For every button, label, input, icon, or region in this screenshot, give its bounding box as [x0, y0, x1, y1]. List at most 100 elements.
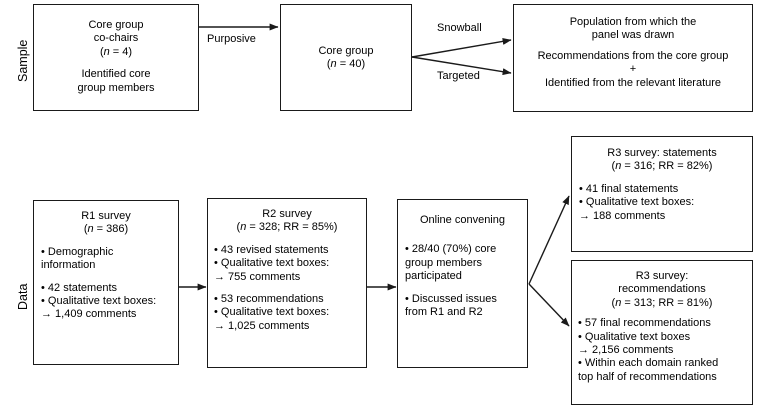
cochairs-title-line2: co-chairs	[93, 32, 139, 45]
population-plus: +	[629, 63, 637, 76]
r2-sample-size: (n = 328; RR = 85%)	[214, 221, 360, 234]
list-item: • Discussed issues	[405, 292, 497, 305]
core-group-title: Core group	[318, 45, 374, 57]
spacer	[405, 284, 520, 293]
list-item-cont: → 188 comments	[579, 209, 666, 222]
paren-open: (	[326, 58, 331, 71]
edge-label-snowball: Snowball	[437, 22, 482, 34]
r1-bullets-group2: • 42 statements • Qualitative text boxes…	[41, 282, 171, 322]
list-item-cont: group members	[405, 256, 483, 269]
n-value: = 40)	[336, 58, 366, 71]
list-item-cont: → 2,156 comments	[578, 344, 674, 357]
population-line2: panel was drawn	[591, 29, 675, 42]
convening-bullets-group1: • 28/40 (70%) core group members partici…	[405, 243, 520, 283]
population-line3: Recommendations from the core group	[537, 49, 729, 62]
edge-label-targeted: Targeted	[437, 70, 480, 82]
r3-recommendations-title-line2: recommendations	[618, 283, 706, 296]
r3-recommendations-title-line1: R3 survey:	[635, 270, 689, 282]
list-item: • 41 final statements	[579, 182, 679, 195]
spacer	[578, 310, 746, 317]
spacer	[41, 273, 171, 282]
list-item: • Demographic	[41, 245, 114, 258]
n-symbol: n	[103, 45, 110, 58]
box-population: Population from which the panel was draw…	[513, 4, 753, 112]
list-item: • 28/40 (70%) core	[405, 243, 497, 256]
list-item-cont: from R1 and R2	[405, 306, 483, 319]
spacer	[405, 227, 520, 236]
spacer	[214, 235, 360, 244]
n-symbol: n	[615, 160, 622, 173]
r3-statements-sample-size: (n = 316; RR = 82%)	[579, 160, 745, 173]
r1-sample-size: (n = 386)	[41, 223, 171, 236]
list-item: • Qualitative text boxes:	[214, 306, 330, 319]
list-item: • 43 revised statements	[214, 243, 329, 256]
box-core-group-cochairs: Core group co-chairs (n = 4) Identified …	[33, 4, 199, 111]
r1-header: R1 survey (n = 386)	[41, 210, 171, 237]
list-item: • 53 recommendations	[214, 293, 324, 306]
list-item-cont: → 1,025 comments	[214, 319, 310, 332]
paren-open: (	[236, 221, 241, 234]
r2-title: R2 survey	[262, 208, 312, 220]
list-item-cont: information	[41, 259, 96, 272]
r2-bullets-group1: • 43 revised statements • Qualitative te…	[214, 244, 360, 284]
convening-bullets-group2: • Discussed issues from R1 and R2	[405, 293, 520, 320]
box-core-group: Core group (n = 40)	[280, 4, 412, 111]
list-item-cont: → 1,409 comments	[41, 308, 137, 321]
list-item-cont: top half of recommendations	[578, 370, 717, 383]
n-value: = 313; RR = 81%)	[621, 296, 713, 309]
n-symbol: n	[87, 223, 94, 236]
list-item: • 42 statements	[41, 281, 118, 294]
list-item: • 57 final recommendations	[578, 317, 711, 330]
r1-bullets-group1: • Demographic information	[41, 246, 171, 273]
cochairs-body-line2: group members	[77, 81, 155, 94]
spacer	[41, 237, 171, 246]
cochairs-sample-size: (n = 4)	[34, 46, 198, 59]
convening-title: Online convening	[419, 214, 505, 226]
core-group-sample-size: (n = 40)	[281, 58, 411, 71]
box-r3-statements: R3 survey: statements (n = 316; RR = 82%…	[571, 136, 753, 252]
box-r1-survey: R1 survey (n = 386) • Demographic inform…	[33, 200, 179, 365]
spacer	[514, 43, 752, 50]
spacer	[34, 59, 198, 68]
convening-header: Online convening	[405, 214, 520, 227]
list-item: • Qualitative text boxes:	[579, 196, 695, 209]
r3-recommendations-bullets: • 57 final recommendations • Qualitative…	[578, 317, 746, 384]
cochairs-title-line1: Core group	[88, 19, 144, 31]
paren-open: (	[83, 223, 88, 236]
r3-statements-title: R3 survey: statements	[607, 147, 717, 159]
row-label-data: Data	[16, 283, 30, 310]
r3-recommendations-header: R3 survey: recommendations (n = 313; RR …	[578, 270, 746, 310]
population-line5: Identified from the relevant literature	[544, 76, 722, 89]
r3-statements-bullets: • 41 final statements • Qualitative text…	[579, 183, 745, 223]
spacer	[579, 174, 745, 183]
edge-label-purposive: Purposive	[207, 33, 256, 45]
list-item: • Qualitative text boxes	[578, 330, 691, 343]
r2-header: R2 survey (n = 328; RR = 85%)	[214, 208, 360, 235]
n-symbol: n	[615, 296, 622, 309]
list-item: • Within each domain ranked	[578, 357, 719, 370]
cochairs-body-line1: Identified core	[81, 68, 151, 81]
n-symbol: n	[330, 58, 337, 71]
list-item-cont: participated	[405, 270, 462, 283]
paren-open: (	[611, 296, 616, 309]
paren-open: (	[611, 160, 616, 173]
n-symbol: n	[240, 221, 247, 234]
n-value: = 4)	[109, 45, 133, 58]
box-online-convening: Online convening • 28/40 (70%) core grou…	[397, 199, 528, 368]
r1-title: R1 survey	[81, 210, 131, 222]
row-label-sample: Sample	[16, 39, 30, 82]
box-r2-survey: R2 survey (n = 328; RR = 85%) • 43 revis…	[207, 198, 367, 368]
list-item: • Qualitative text boxes:	[214, 257, 330, 270]
n-value: = 328; RR = 85%)	[246, 221, 338, 234]
arrow-convening-to-r3-statements	[528, 195, 570, 285]
arrow-snowball	[411, 37, 512, 58]
population-line1: Population from which the	[569, 16, 697, 28]
list-item: • Qualitative text boxes:	[41, 295, 157, 308]
n-value: = 316; RR = 82%)	[621, 160, 713, 173]
r3-recommendations-sample-size: (n = 313; RR = 81%)	[578, 297, 746, 310]
n-value: = 386)	[93, 223, 129, 236]
paren-open: (	[99, 45, 104, 58]
spacer	[405, 236, 520, 243]
r3-statements-header: R3 survey: statements (n = 316; RR = 82%…	[579, 147, 745, 174]
